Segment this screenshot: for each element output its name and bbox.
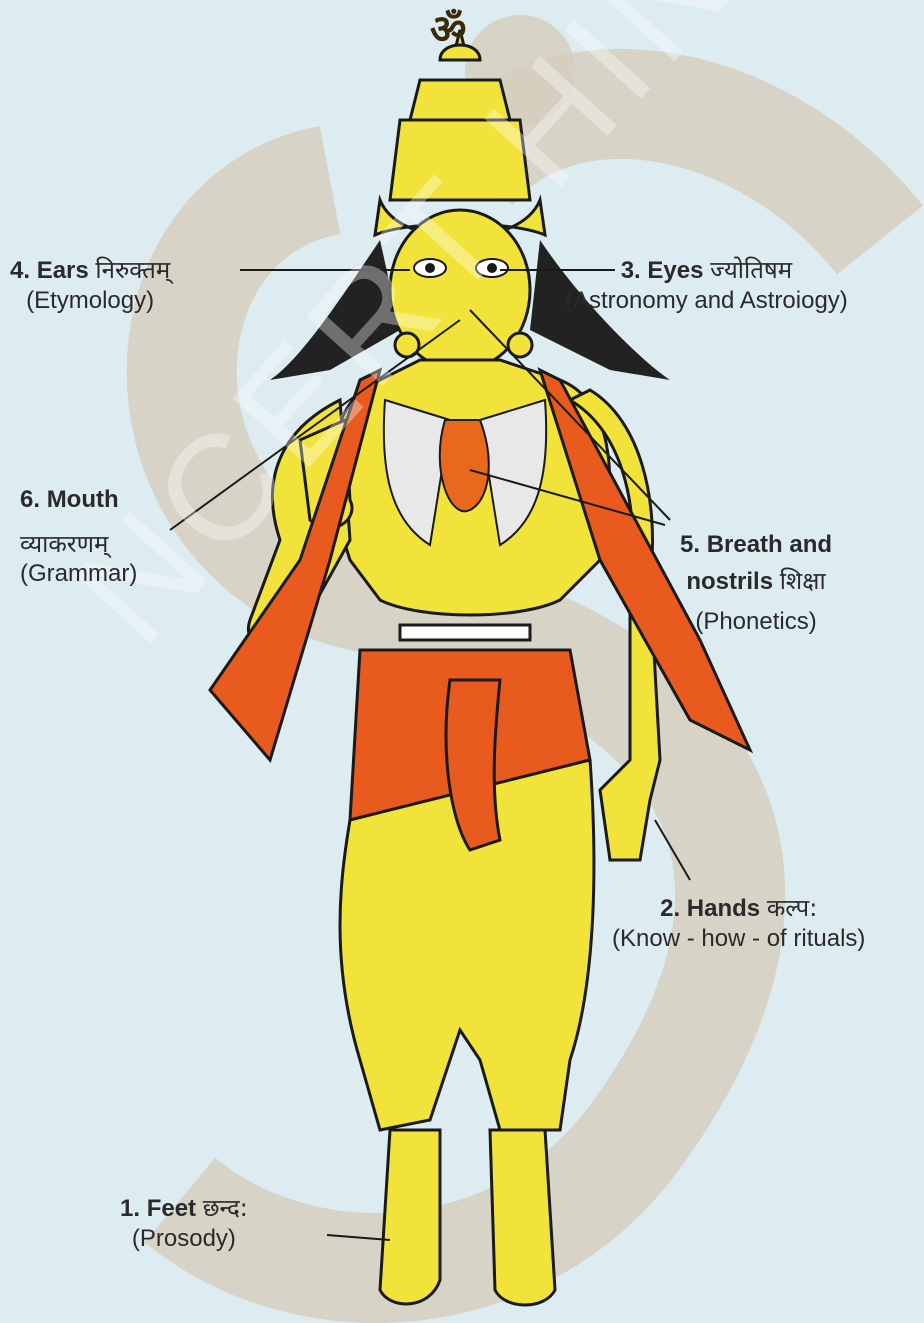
breath-name: Breath and — [707, 531, 832, 558]
label-eyes: 3. Eyes ज्योतिषम (Astronomy and Astroiog… — [565, 255, 848, 316]
breath-line2: nostrils — [686, 568, 773, 595]
mouth-name: Mouth — [47, 486, 119, 513]
feet-sanskrit: छन्द: — [203, 1194, 248, 1222]
eyes-num: 3. — [621, 257, 641, 284]
feet-name: Feet — [147, 1195, 196, 1222]
feet-meaning: (Prosody) — [120, 1224, 248, 1254]
foot-right — [490, 1130, 555, 1305]
label-breath: 5. Breath and nostrils शिक्षा (Phonetics… — [680, 530, 832, 637]
breath-meaning: (Phonetics) — [680, 607, 832, 637]
foot-left — [380, 1130, 440, 1304]
mouth-meaning: (Grammar) — [20, 559, 137, 589]
hands-meaning: (Know - how - of rituals) — [612, 924, 865, 954]
mouth-sanskrit: व्याकरणम् — [20, 529, 137, 559]
mouth-num: 6. — [20, 486, 40, 513]
label-mouth: 6. Mouth व्याकरणम् (Grammar) — [20, 485, 137, 589]
breath-sanskrit: शिक्षा — [780, 567, 826, 595]
hands-sanskrit: कल्प: — [767, 894, 817, 922]
label-ears: 4. Ears निरुक्तम् (Etymology) — [10, 255, 170, 316]
belt — [400, 625, 530, 640]
eyes-name: Eyes — [647, 257, 703, 284]
ears-meaning: (Etymology) — [10, 286, 170, 316]
ears-num: 4. — [10, 257, 30, 284]
hands-num: 2. — [660, 895, 680, 922]
breath-num: 5. — [680, 531, 700, 558]
hands-name: Hands — [687, 895, 760, 922]
eyes-sanskrit: ज्योतिषम — [710, 256, 792, 284]
ears-sanskrit: निरुक्तम् — [95, 256, 170, 284]
label-hands: 2. Hands कल्प: (Know - how - of rituals) — [612, 893, 865, 954]
feet-num: 1. — [120, 1195, 140, 1222]
label-feet: 1. Feet छन्द: (Prosody) — [120, 1193, 248, 1254]
ears-name: Ears — [37, 257, 89, 284]
eyes-meaning: (Astronomy and Astroiogy) — [565, 286, 848, 316]
om-symbol-icon: ॐ — [430, 0, 466, 55]
